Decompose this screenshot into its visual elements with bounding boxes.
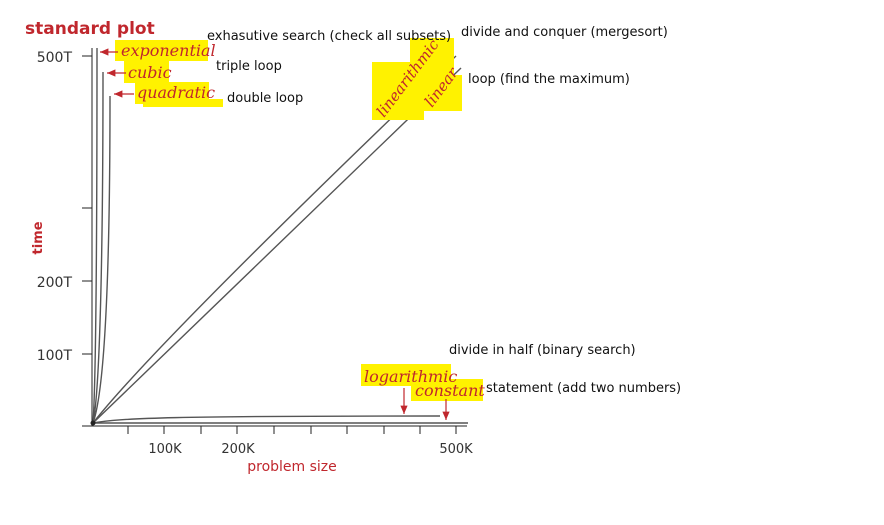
annotation-linear: loop (find the maximum) <box>468 72 630 87</box>
annotation-exponential: exhasutive search (check all subsets) <box>207 29 451 44</box>
curves <box>92 47 468 424</box>
chart-title: standard plot <box>25 19 155 39</box>
series-label-exponential: exponential <box>121 41 216 60</box>
x-axis-label: problem size <box>247 459 337 475</box>
x-tick-label-200K: 200K <box>221 442 255 457</box>
annotation-quadratic: double loop <box>227 91 303 106</box>
series-label-constant: constant <box>415 381 485 400</box>
quadratic-curve <box>92 95 111 424</box>
y-tick-label-200T: 200T <box>37 275 73 291</box>
y-ticks <box>82 55 92 355</box>
highlights <box>115 38 483 401</box>
cubic-curve <box>92 71 104 424</box>
y-tick-label-500T: 500T <box>37 50 73 66</box>
annotation-cubic: triple loop <box>216 59 282 74</box>
series-label-cubic: cubic <box>128 63 172 82</box>
linearithmic-curve <box>92 55 457 424</box>
annotation-linearithmic: divide and conquer (mergesort) <box>461 25 668 40</box>
logarithmic-curve <box>92 415 441 424</box>
x-tick-label-100K: 100K <box>148 442 182 457</box>
y-tick-label-100T: 100T <box>37 348 73 364</box>
series-label-quadratic: quadratic <box>137 83 215 102</box>
x-tick-label-500K: 500K <box>439 442 473 457</box>
x-ticks <box>127 426 457 434</box>
exponential-curve <box>92 47 98 424</box>
origin-point <box>90 420 96 426</box>
series-label-logarithmic: logarithmic <box>364 367 457 386</box>
annotation-constant: statement (add two numbers) <box>486 381 681 396</box>
linear-curve <box>92 67 462 424</box>
label-arrows <box>100 48 450 420</box>
y-axis-label: time <box>31 221 46 254</box>
annotation-logarithmic: divide in half (binary search) <box>449 343 636 358</box>
